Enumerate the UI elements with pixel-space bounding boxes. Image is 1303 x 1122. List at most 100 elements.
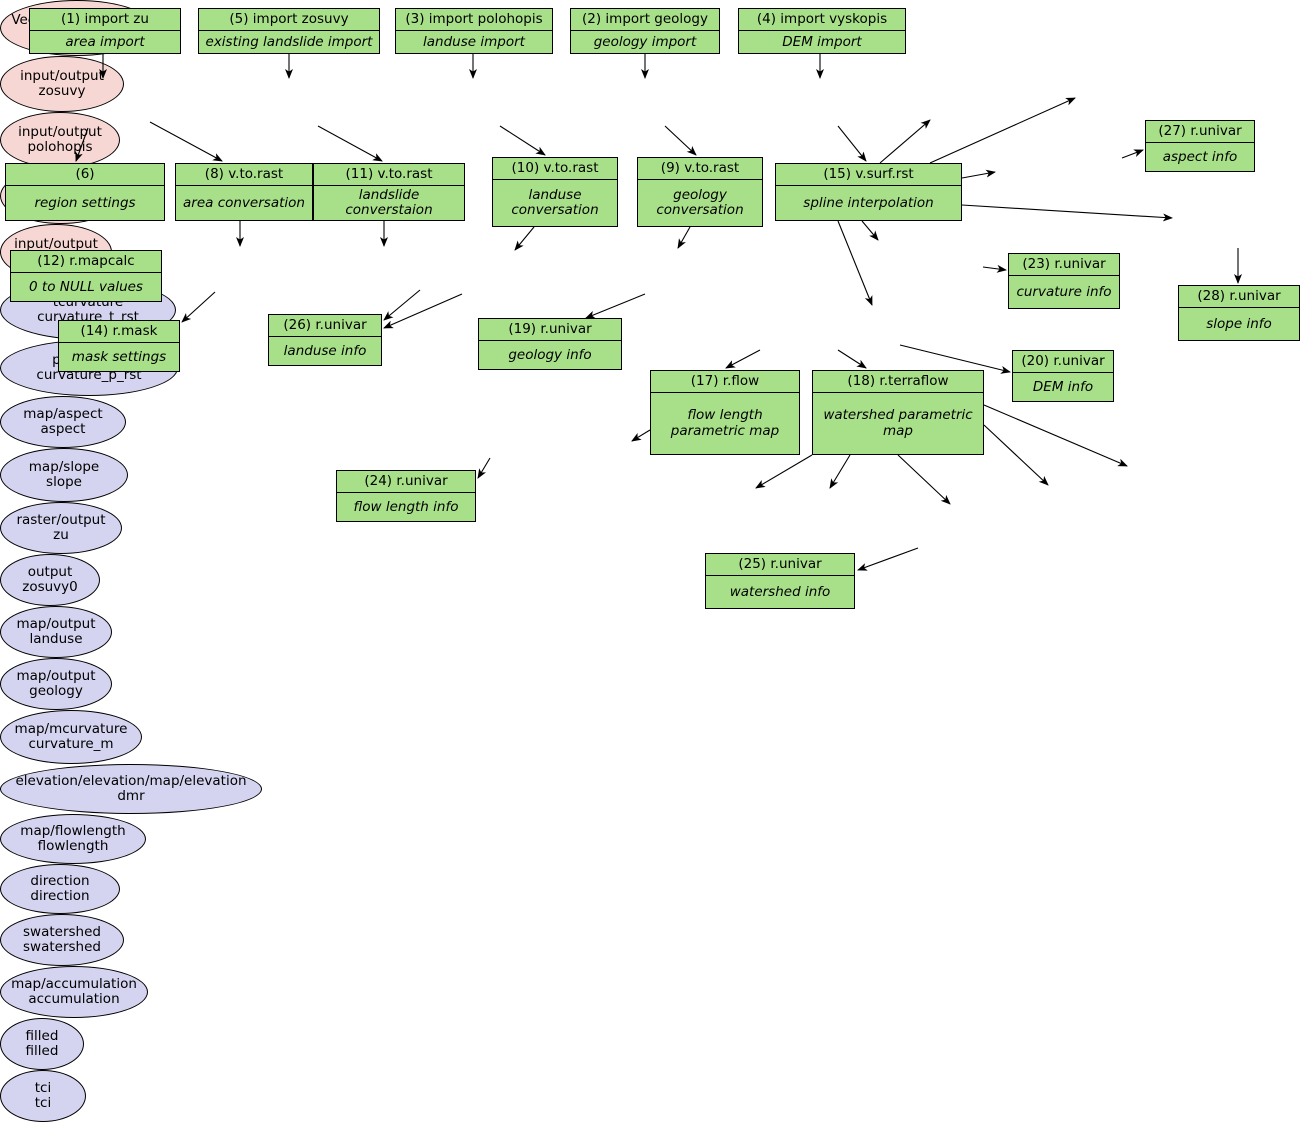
process-node-17-r-flow[interactable]: (17) r.flow flow length parametric map	[650, 370, 800, 455]
process-description: flow length parametric map	[670, 407, 780, 439]
process-node-28-r-univar[interactable]: (28) r.univar slope info	[1178, 285, 1300, 341]
edge-p18-to-d_tci	[983, 404, 1128, 467]
edge-d_vyskopis-to-p15	[837, 125, 867, 162]
process-node-23-r-univar[interactable]: (23) r.univar curvature info	[1008, 253, 1120, 309]
edge-d_geo-to-p19	[585, 293, 646, 319]
process-title: (11) v.to.rast	[314, 164, 464, 187]
edge-p15-to-d_mcurv	[861, 220, 879, 241]
process-description: DEM import	[782, 33, 862, 50]
data-node-swatershed[interactable]: swatershed swatershed	[0, 914, 124, 966]
process-description: region settings	[34, 194, 136, 211]
process-title: (17) r.flow	[651, 371, 799, 394]
process-title: (8) v.to.rast	[176, 164, 312, 187]
data-node-accumulation[interactable]: map/accumulation accumulation	[0, 966, 148, 1018]
edge-d_polohopis-to-p10	[499, 125, 546, 156]
process-title: (19) r.univar	[479, 319, 621, 342]
data-node-aspect[interactable]: map/aspect aspect	[0, 396, 126, 448]
data-node-dmr[interactable]: elevation/elevation/map/elevation dmr	[0, 764, 262, 814]
process-title: (12) r.mapcalc	[11, 251, 161, 274]
process-title: (14) r.mask	[59, 321, 179, 344]
edge-p15-to-d_tcurv	[879, 119, 931, 164]
process-title: (2) import geology	[571, 9, 719, 32]
edges	[75, 54, 1242, 571]
process-node-9-v-to-rast[interactable]: (9) v.to.rast geology conversation	[637, 157, 763, 227]
edge-d_zu-to-p14	[181, 291, 216, 323]
edge-layer	[75, 54, 1242, 571]
data-node-direction[interactable]: direction direction	[0, 864, 120, 914]
edge-d_accum-to-p25	[857, 547, 919, 571]
process-description: geology info	[508, 346, 592, 363]
data-node-filled[interactable]: filled filled	[0, 1018, 84, 1070]
data-node-geology[interactable]: map/output geology	[0, 658, 112, 710]
process-title: (9) v.to.rast	[638, 158, 762, 181]
process-title: (24) r.univar	[337, 471, 475, 494]
process-title: (1) import zu	[30, 9, 180, 32]
process-title: (23) r.univar	[1009, 254, 1119, 277]
edge-p15-to-d_aspect	[961, 169, 996, 179]
data-node-zu[interactable]: raster/output zu	[0, 502, 122, 554]
process-description: slope info	[1206, 315, 1272, 332]
process-description: geology conversation	[656, 186, 744, 219]
edge-p9-to-d_geo	[677, 226, 691, 249]
process-description: landuse conversation	[511, 186, 599, 219]
process-node-10-v-to-rast[interactable]: (10) v.to.rast landuse conversation	[492, 157, 618, 227]
process-title: (26) r.univar	[269, 315, 381, 338]
process-description: landuse import	[423, 33, 525, 50]
data-node-tci[interactable]: tci tci	[0, 1070, 86, 1122]
process-node-14-r-mask[interactable]: (14) r.mask mask settings	[58, 320, 180, 372]
process-title: (27) r.univar	[1146, 121, 1254, 144]
data-node-flowlength[interactable]: map/flowlength flowlength	[0, 814, 146, 864]
process-title: (18) r.terraflow	[813, 371, 983, 394]
edge-p17-to-d_flowlength	[631, 429, 651, 442]
process-node-18-r-terraflow[interactable]: (18) r.terraflow watershed parametric map	[812, 370, 984, 455]
data-node-zosuvy0[interactable]: output zosuvy0	[0, 554, 100, 606]
edge-d_zosuvy-to-p11	[317, 125, 383, 162]
edge-d_area-to-p8	[149, 121, 223, 162]
process-node-26-r-univar[interactable]: (26) r.univar landuse info	[268, 314, 382, 366]
data-node-curvature-m[interactable]: map/mcurvature curvature_m	[0, 710, 142, 764]
process-title: (5) import zosuvy	[199, 9, 379, 32]
edge-p15-to-d_pcurv	[929, 97, 1076, 164]
data-node-slope[interactable]: map/slope slope	[0, 448, 128, 502]
process-description: watershed parametric map	[823, 407, 973, 439]
process-description: curvature info	[1016, 283, 1112, 300]
process-description: area conversation	[183, 194, 305, 211]
edge-p15-to-d_dmr	[837, 220, 873, 306]
edge-d_aspect-to-p27	[1121, 149, 1144, 159]
edge-p18-to-d_accum	[897, 454, 951, 505]
process-title: (28) r.univar	[1179, 286, 1299, 309]
process-description: watershed info	[729, 583, 831, 600]
process-title: (10) v.to.rast	[493, 158, 617, 181]
process-description: landslide converstaion	[345, 187, 433, 219]
process-description: DEM info	[1032, 378, 1094, 395]
process-title: (20) r.univar	[1013, 351, 1113, 374]
edge-d_dmr-to-p17	[725, 349, 761, 369]
edge-d_flowlength-to-p24	[477, 457, 491, 479]
process-description: existing landslide import	[205, 33, 373, 50]
process-node-27-r-univar[interactable]: (27) r.univar aspect info	[1145, 120, 1255, 172]
process-description: landuse info	[283, 342, 367, 359]
process-node-8-v-to-rast[interactable]: (8) v.to.rast area conversation	[175, 163, 313, 221]
process-description: mask settings	[71, 348, 167, 365]
process-title: (3) import polohopis	[396, 9, 552, 32]
edge-d_dmr-to-p18	[837, 349, 867, 369]
process-node-6[interactable]: (6)region settings	[5, 163, 165, 221]
process-description: aspect info	[1162, 148, 1238, 165]
edge-p18-to-d_filled	[983, 424, 1049, 486]
edge-d_landuse-to-p26	[383, 293, 463, 329]
process-node-19-r-univar[interactable]: (19) r.univar geology info	[478, 318, 622, 370]
edge-p15-to-d_slope	[961, 204, 1173, 222]
process-description: geology import	[593, 33, 697, 50]
